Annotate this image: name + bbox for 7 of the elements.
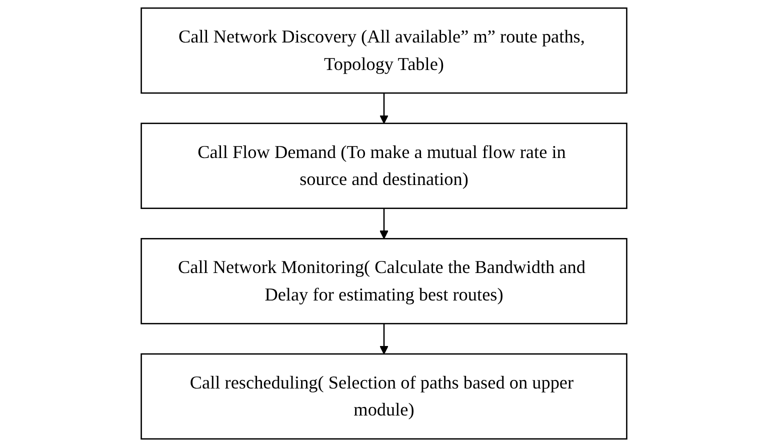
arrow: [380, 208, 388, 240]
node-box: Call rescheduling( Selection of paths based on upper module): [140, 353, 628, 440]
arrow: [380, 324, 388, 354]
node-box: Call Flow Demand (To make a mutual flow rate in source and destination): [140, 122, 628, 209]
node-box: Call Network Discovery (All available” m” route paths, Topology Table): [140, 7, 628, 94]
arrow: [380, 93, 388, 124]
node-box: Call Network Monitoring( Calculate the Bandwidth and Delay for estimating best routes): [140, 238, 628, 324]
